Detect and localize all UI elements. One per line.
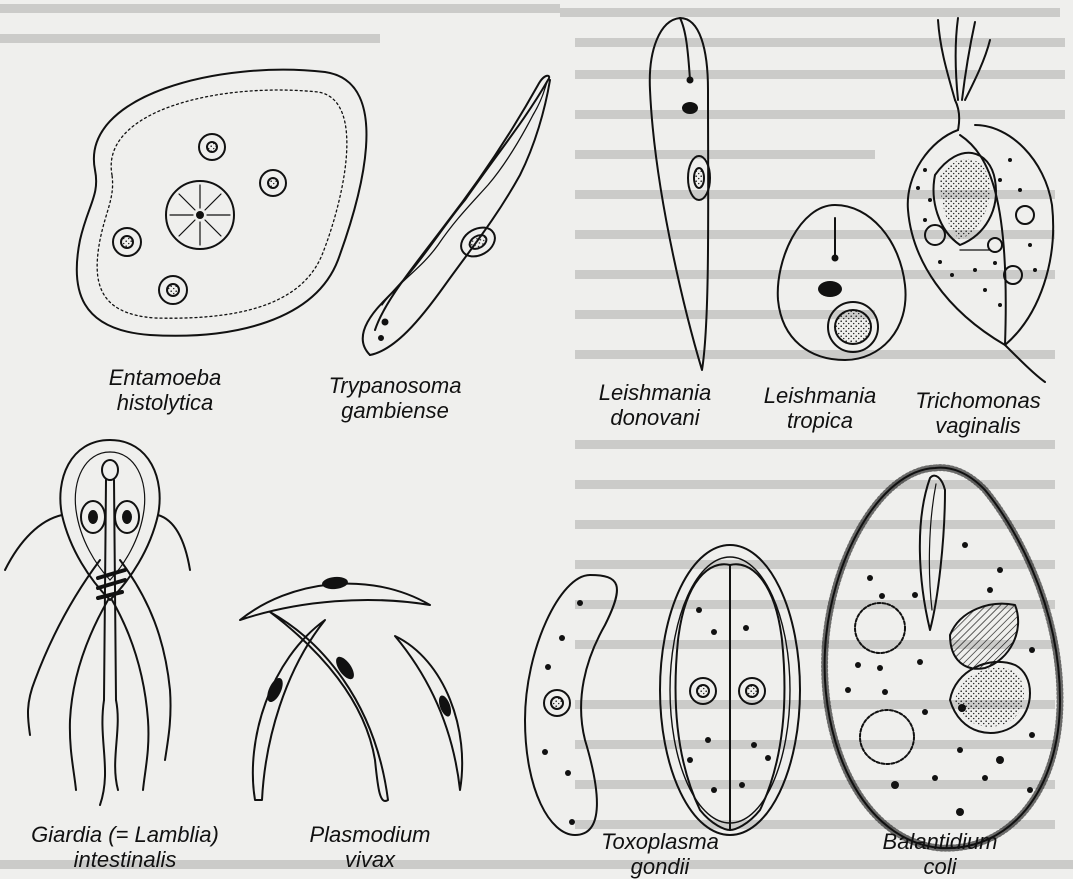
giardia-drawing [5,440,190,805]
label-leishmania-donovani: Leishmania donovani [590,380,720,430]
label-leishmania-tropica: Leishmania tropica [755,383,885,433]
label-balantidium-coli: Balantidium coli [860,829,1020,879]
trypanosoma-drawing [363,76,550,355]
label-plasmodium-vivax: Plasmodium vivax [290,822,450,872]
plasmodium-drawing [240,576,462,801]
leishmania-tropica-drawing [778,205,906,360]
label-entamoeba-histolytica: Entamoeba histolytica [75,365,255,415]
label-toxoplasma-gondii: Toxoplasma gondii [580,829,740,879]
entamoeba-drawing [77,70,367,336]
toxoplasma-cyst-drawing [660,545,800,835]
label-giardia-intestinalis: Giardia (= Lamblia) intestinalis [0,822,250,872]
label-trichomonas-vaginalis: Trichomonas vaginalis [903,388,1053,438]
label-trypanosoma-gambiense: Trypanosoma gambiense [305,373,485,423]
